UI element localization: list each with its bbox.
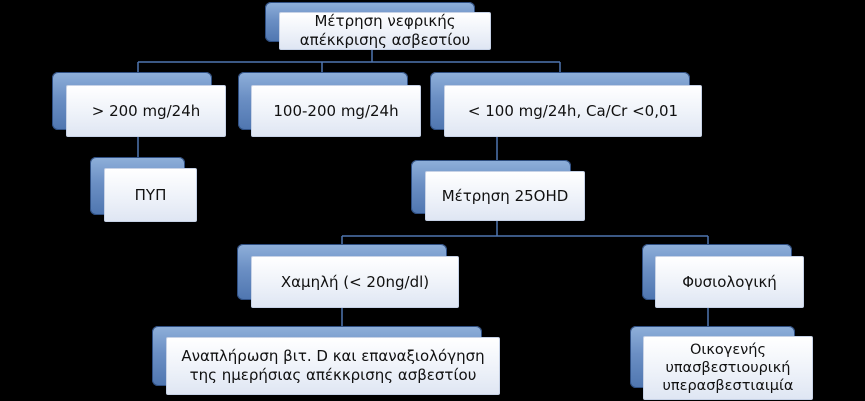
node-pth-label: ΠΥΠ xyxy=(104,168,197,222)
node-ohd-label: Μέτρηση 25OHD xyxy=(425,171,585,221)
node-root-label: Μέτρηση νεφρικής απέκκρισης ασβεστίου xyxy=(279,12,491,50)
node-high-label: > 200 mg/24h xyxy=(66,85,226,137)
node-replace-label: Αναπλήρωση βιτ. D και επαναξιολόγηση της… xyxy=(166,337,500,395)
node-low-d-label: Χαμηλή (< 20ng/dl) xyxy=(251,256,459,308)
node-normal-label: Φυσιολογική xyxy=(655,256,804,308)
node-familial-label: Οικογενής υπασβεστιουρική υπερασβεστιαιμ… xyxy=(643,336,813,400)
node-low-label: < 100 mg/24h, Ca/Cr <0,01 xyxy=(444,85,702,137)
node-mid-label: 100-200 mg/24h xyxy=(251,85,421,137)
